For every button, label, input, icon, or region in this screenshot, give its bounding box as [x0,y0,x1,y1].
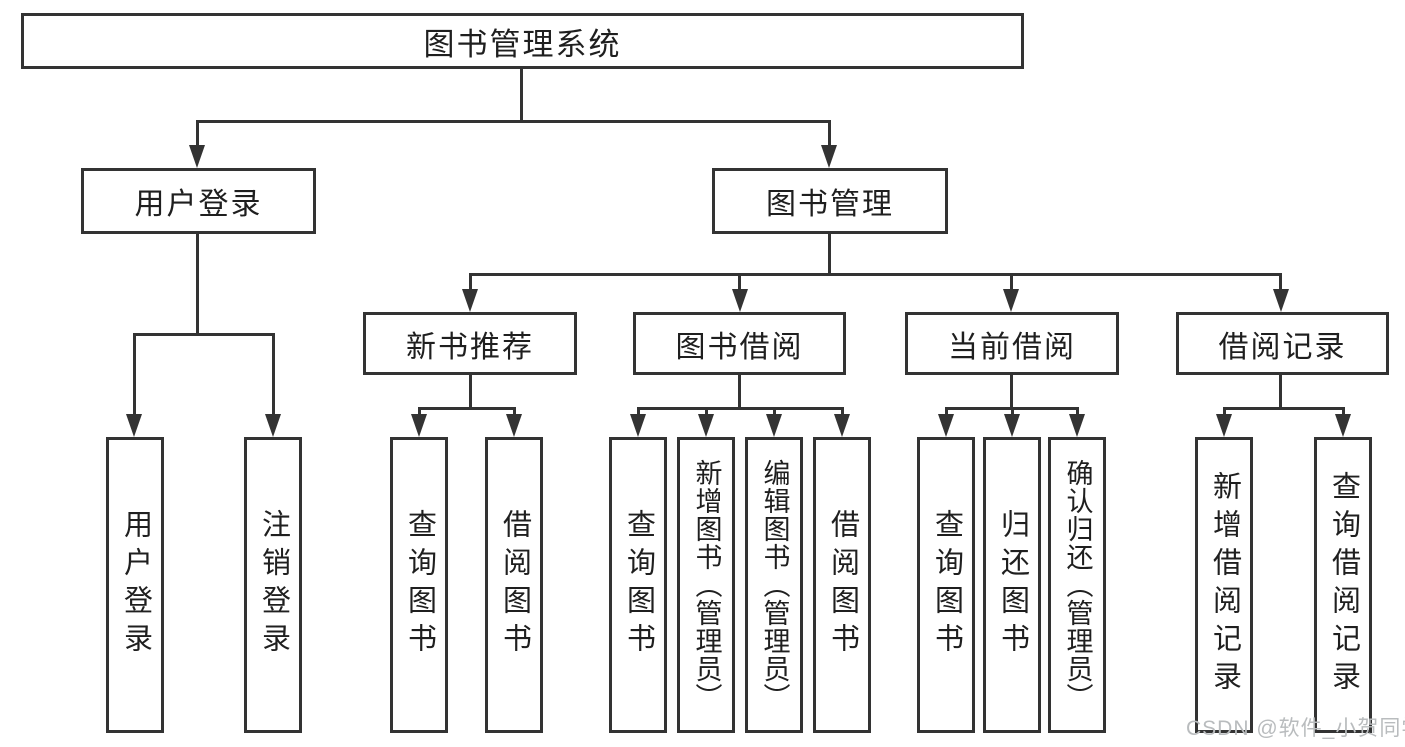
node-book-management: 图书管理 [712,168,948,234]
leaf-query-books-borrow: 查询图书 [609,437,667,733]
arrow-to-cb-leaf3 [1069,414,1085,437]
connector-stem-book-borrow [738,273,741,293]
connector-level2-split [197,120,831,123]
node-user-login: 用户登录 [81,168,316,234]
leaf-add-borrow-record-label: 新增借阅记录 [1208,471,1241,699]
leaf-confirm-return-admin-label: 确认归还（管理员） [1062,459,1093,711]
leaf-borrow-books-recommend-label: 借阅图书 [498,509,531,661]
leaf-logout: 注销登录 [244,437,302,733]
node-new-book-recommend-label: 新书推荐 [406,330,534,364]
connector-stem-book-management [828,120,831,148]
leaf-user-login: 用户登录 [106,437,164,733]
connector-stem-leaf-user-login [133,333,136,417]
connector-borrow-record-trunk [1279,375,1282,409]
connector-new-book-trunk [469,375,472,409]
node-root: 图书管理系统 [21,13,1024,69]
leaf-add-borrow-record: 新增借阅记录 [1195,437,1253,733]
arrow-to-new-book [462,289,478,312]
leaf-confirm-return-admin: 确认归还（管理员） [1048,437,1106,733]
arrow-to-bb-leaf3 [766,414,782,437]
leaf-borrow-books: 借阅图书 [813,437,871,733]
node-book-borrow-label: 图书借阅 [675,330,804,364]
node-book-management-label: 图书管理 [766,188,894,221]
node-root-label: 图书管理系统 [423,26,622,62]
connector-stem-br-leaf1 [1223,407,1226,417]
connector-stem-current-borrow [1010,273,1013,293]
arrow-to-bb-leaf2 [698,414,714,437]
leaf-logout-label: 注销登录 [257,509,290,661]
leaf-edit-books-admin-label: 编辑图书（管理员） [759,459,790,711]
connector-stem-cb-leaf3 [1076,407,1079,417]
connector-stem-bb-leaf4 [841,407,844,417]
arrow-to-cb-leaf2 [1004,414,1020,437]
arrow-to-bb-leaf1 [630,414,646,437]
leaf-query-books-recommend: 查询图书 [390,437,448,733]
arrow-to-borrow-record [1273,289,1289,312]
connector-stem-nb-leaf1 [418,407,421,417]
connector-book-management-trunk [828,234,831,275]
leaf-return-books: 归还图书 [983,437,1041,733]
leaf-query-books-current-label: 查询图书 [930,509,963,661]
connector-book-borrow-trunk [738,375,741,409]
leaf-add-books-admin: 新增图书（管理员） [677,437,735,733]
arrow-to-user-login [189,145,205,168]
node-borrow-record-label: 借阅记录 [1218,330,1347,364]
leaf-user-login-label: 用户登录 [119,509,152,661]
connector-stem-borrow-record [1279,273,1282,293]
connector-stem-user-login [196,120,199,148]
arrow-to-book-borrow [732,289,748,312]
connector-stem-cb-leaf1 [945,407,948,417]
connector-root-trunk [520,68,523,122]
csdn-watermark: CSDN @软件_小贺同学 [1186,717,1405,740]
arrow-to-br-leaf2 [1335,414,1351,437]
leaf-query-books-recommend-label: 查询图书 [403,509,436,661]
node-borrow-record: 借阅记录 [1176,312,1389,375]
node-user-login-label: 用户登录 [134,188,263,221]
arrow-to-nb-leaf2 [506,414,522,437]
leaf-return-books-label: 归还图书 [996,509,1029,661]
connector-stem-bb-leaf1 [637,407,640,417]
leaf-borrow-books-recommend: 借阅图书 [485,437,543,733]
connector-level3-split [470,273,1282,276]
connector-current-borrow-trunk [1010,375,1013,409]
connector-book-borrow-split [638,407,843,410]
connector-user-login-trunk [196,234,199,335]
node-book-borrow: 图书借阅 [633,312,846,375]
connector-stem-cb-leaf2 [1011,407,1014,417]
connector-stem-bb-leaf2 [705,407,708,417]
connector-stem-nb-leaf2 [513,407,516,417]
node-current-borrow: 当前借阅 [905,312,1119,375]
connector-new-book-split [419,407,515,410]
node-current-borrow-label: 当前借阅 [948,330,1076,364]
leaf-query-books-borrow-label: 查询图书 [622,509,655,661]
leaf-query-borrow-record-label: 查询借阅记录 [1327,471,1360,699]
connector-stem-new-book [469,273,472,293]
connector-stem-br-leaf2 [1342,407,1345,417]
arrow-to-cb-leaf1 [938,414,954,437]
connector-stem-leaf-logout [272,333,275,417]
connector-user-login-split [134,333,274,336]
leaf-query-borrow-record: 查询借阅记录 [1314,437,1372,733]
arrow-to-br-leaf1 [1216,414,1232,437]
leaf-edit-books-admin: 编辑图书（管理员） [745,437,803,733]
connector-stem-bb-leaf3 [773,407,776,417]
arrow-to-current-borrow [1003,289,1019,312]
arrow-to-nb-leaf1 [411,414,427,437]
leaf-borrow-books-label: 借阅图书 [826,509,859,661]
arrow-to-book-management [821,145,837,168]
node-new-book-recommend: 新书推荐 [363,312,577,375]
arrow-to-bb-leaf4 [834,414,850,437]
leaf-add-books-admin-label: 新增图书（管理员） [691,459,722,711]
arrow-to-leaf-user-login [126,414,142,437]
leaf-query-books-current: 查询图书 [917,437,975,733]
arrow-to-leaf-logout [265,414,281,437]
connector-borrow-record-split [1224,407,1344,410]
